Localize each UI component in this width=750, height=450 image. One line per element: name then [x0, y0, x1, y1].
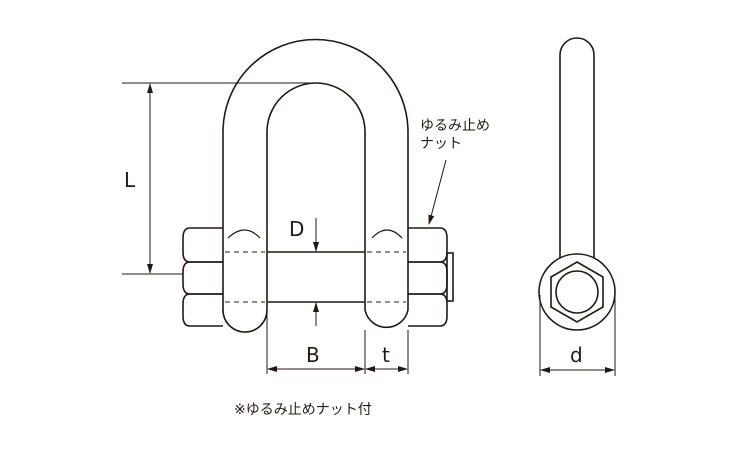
- footnote: ※ゆるみ止めナット付: [234, 402, 372, 418]
- annotation-line2: ナット: [420, 136, 462, 153]
- annotation-leader: [428, 159, 447, 225]
- label-D: D: [289, 217, 305, 241]
- side-view: [538, 37, 616, 376]
- label-d: d: [570, 343, 583, 367]
- dimension-B-t: [266, 310, 409, 374]
- dimension-L: [122, 82, 316, 275]
- annotation-line1: ゆるみ止め: [420, 118, 490, 134]
- right-nut: [408, 227, 454, 327]
- label-t: t: [382, 343, 390, 367]
- pin-hidden-lines: [225, 251, 406, 303]
- label-B: B: [306, 343, 320, 367]
- label-L: L: [124, 168, 136, 192]
- annotation-lock-nut: ゆるみ止め ナット: [420, 117, 490, 153]
- left-nut: [182, 227, 223, 327]
